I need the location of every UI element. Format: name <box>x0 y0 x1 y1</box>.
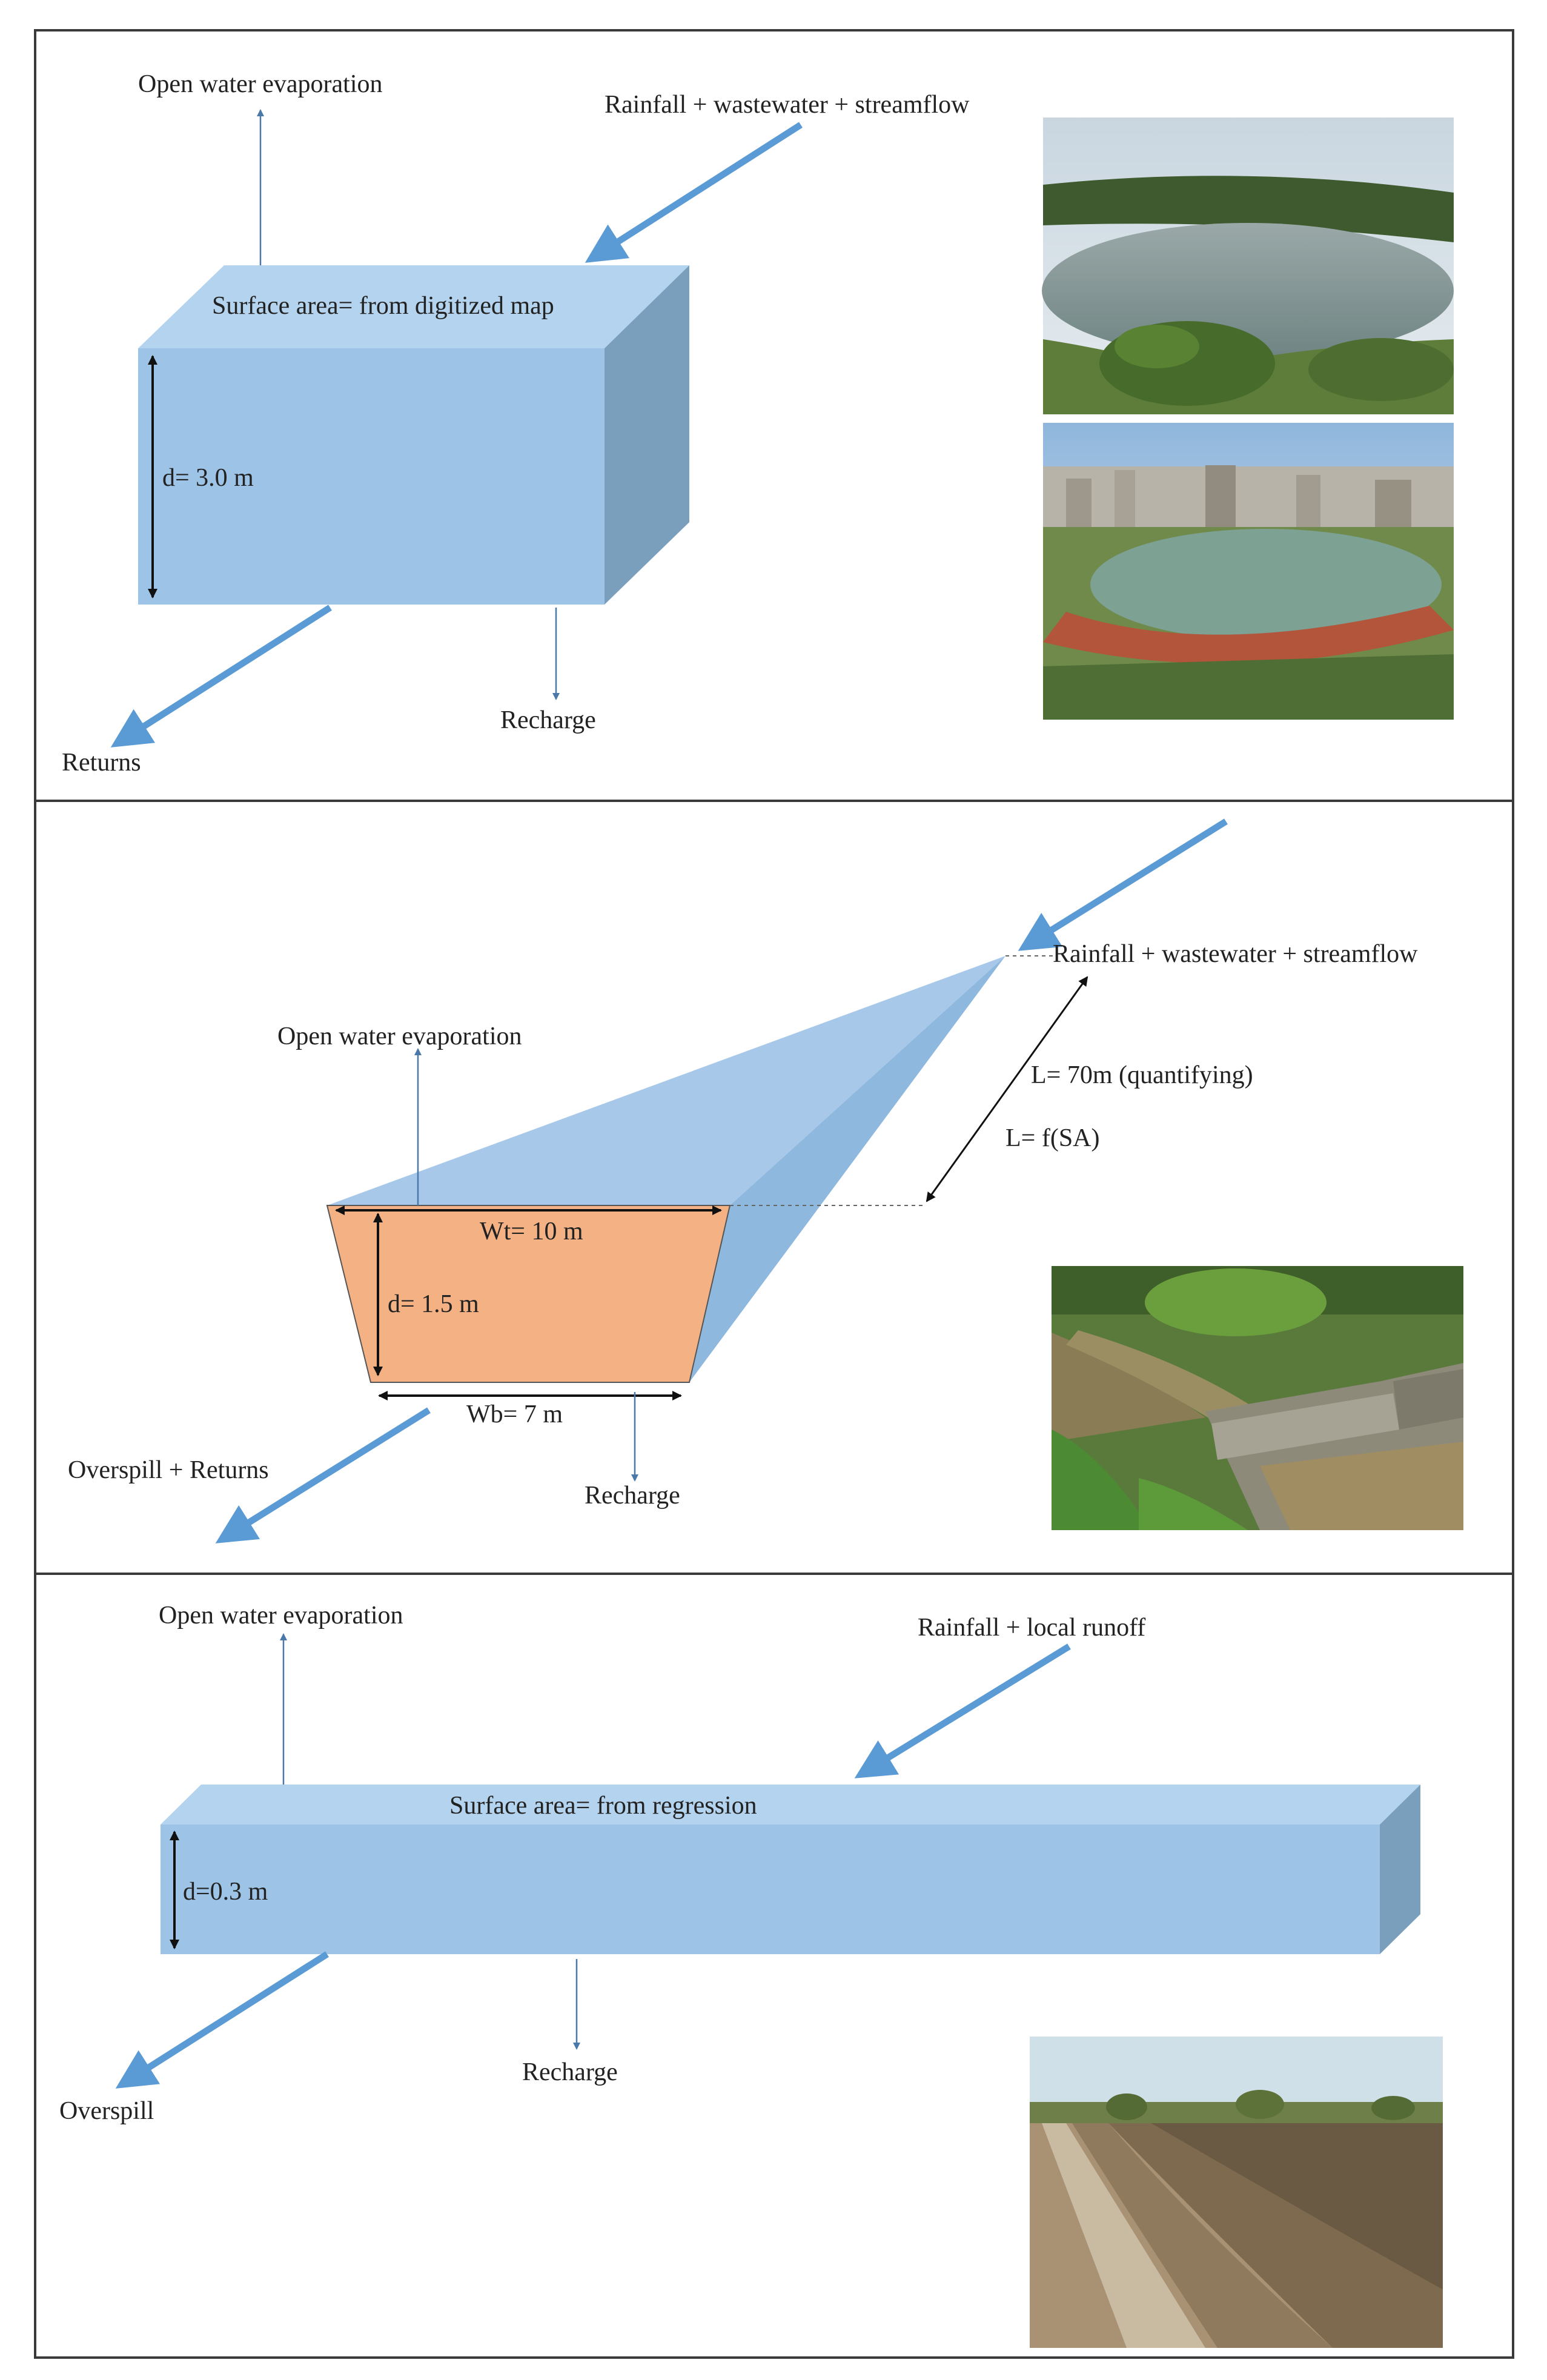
depth-label-mid: d= 1.5 m <box>388 1290 479 1318</box>
panel-middle: Wt= 10 m d= 1.5 m Wb= 7 m L= 70m (quanti… <box>68 818 1463 1543</box>
trench-front-face <box>161 1825 1380 1954</box>
recharge-label-mid: Recharge <box>585 1482 680 1510</box>
evaporation-label-mid: Open water evaporation <box>277 1023 522 1050</box>
evaporation-label-bottom: Open water evaporation <box>159 1602 403 1629</box>
length-dimension <box>926 976 1088 1202</box>
depth-label: d= 3.0 m <box>162 464 254 492</box>
panel-frames <box>34 29 1514 2359</box>
inflow-label: Rainfall + wastewater + streamflow <box>605 91 970 119</box>
overspill-arrow-bottom <box>115 1951 329 2089</box>
returns-arrow <box>110 605 332 747</box>
inflow-arrow-bottom <box>854 1643 1071 1778</box>
box-side-face <box>605 265 689 605</box>
length-func-label: L= f(SA) <box>1005 1124 1100 1152</box>
surface-area-label-bottom: Surface area= from regression <box>449 1792 757 1820</box>
prism-top-face <box>327 956 1005 1205</box>
photo-check-dam <box>1052 1266 1463 1530</box>
photo-field-trench <box>1030 2037 1443 2348</box>
overspill-arrow-mid <box>215 1407 431 1543</box>
recharge-label: Recharge <box>500 706 596 734</box>
trench-top-face <box>161 1785 1420 1825</box>
trench-side-face <box>1380 1785 1420 1954</box>
top-width-label: Wt= 10 m <box>480 1218 583 1245</box>
panel-top: d= 3.0 m Surface area= from digitized ma… <box>62 70 1454 777</box>
returns-label: Returns <box>62 749 141 777</box>
recharge-label-bottom: Recharge <box>522 2058 618 2086</box>
channel-prism <box>326 956 1005 1383</box>
overspill-label-mid: Overspill + Returns <box>68 1456 269 1484</box>
box-top-face <box>138 265 689 348</box>
box-front-face <box>138 348 605 605</box>
evaporation-label: Open water evaporation <box>138 70 383 98</box>
inflow-label-mid: Rainfall + wastewater + streamflow <box>1053 940 1418 968</box>
overspill-label-bottom: Overspill <box>59 2097 154 2125</box>
surface-area-label: Surface area= from digitized map <box>212 292 554 320</box>
trench-box <box>161 1785 1420 1954</box>
photo-crater-lake <box>1042 118 1454 414</box>
inflow-label-bottom: Rainfall + local runoff <box>918 1614 1145 1642</box>
lake-box <box>138 265 689 605</box>
photo-urban-lake <box>1043 423 1454 720</box>
inflow-arrow <box>585 122 803 263</box>
length-quant-label: L= 70m (quantifying) <box>1031 1061 1253 1089</box>
bottom-width-label: Wb= 7 m <box>466 1400 563 1428</box>
panel-bottom: d=0.3 m Surface area= from regression Op… <box>59 1602 1443 2348</box>
inflow-arrow-mid <box>1018 818 1228 951</box>
depth-label-bottom: d=0.3 m <box>183 1878 268 1906</box>
